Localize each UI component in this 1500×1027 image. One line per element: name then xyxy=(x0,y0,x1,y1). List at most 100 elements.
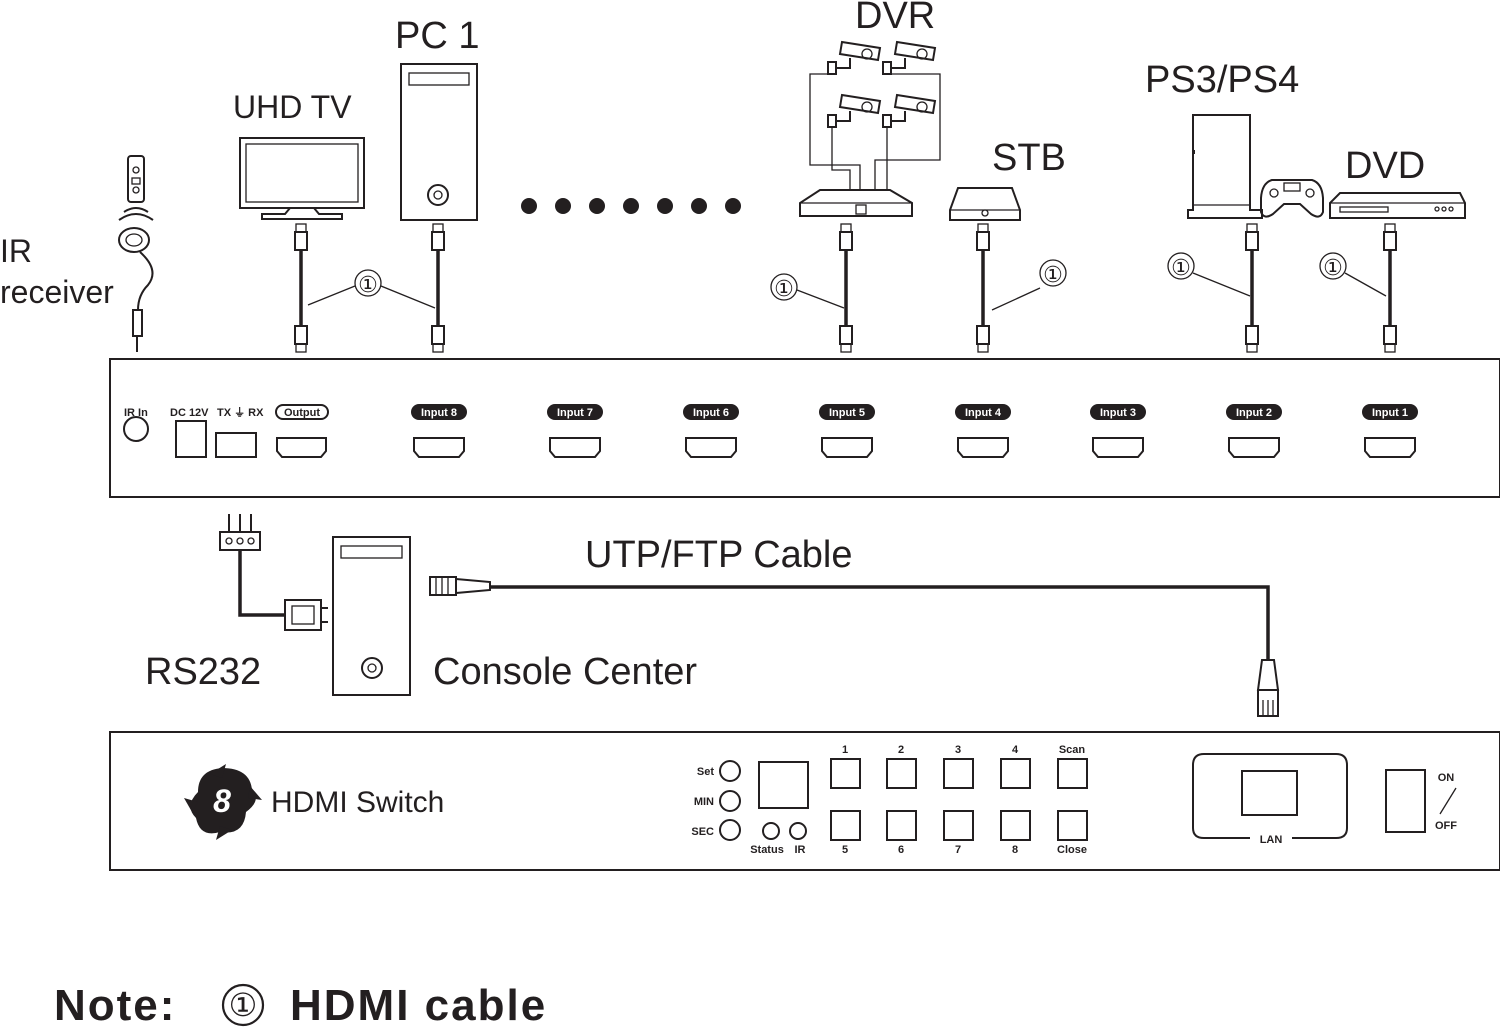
note-prefix: Note: xyxy=(54,981,176,1027)
input-label: Input 2 xyxy=(1236,407,1272,419)
hdmi-input-port[interactable] xyxy=(821,437,873,458)
ir-in-jack[interactable] xyxy=(123,416,149,442)
input-label: Input 1 xyxy=(1372,407,1408,419)
min-button[interactable] xyxy=(719,790,741,812)
button-1[interactable] xyxy=(830,758,861,789)
hdmi-cable xyxy=(1383,223,1397,353)
bottom-button-label: 8 xyxy=(1012,844,1018,856)
camera-icon xyxy=(827,93,882,128)
lan-port[interactable] xyxy=(1241,770,1298,816)
dvd-label: DVD xyxy=(1345,145,1425,187)
rs232-connector xyxy=(219,514,328,631)
ir-receiver-device xyxy=(118,155,154,352)
input-port-7: Input 7 xyxy=(547,404,603,458)
utp-cable-label: UTP/FTP Cable xyxy=(585,534,852,576)
output-label: Output xyxy=(284,407,320,419)
hdmi-cable xyxy=(294,223,308,353)
hdmi-cable xyxy=(976,223,990,353)
input-label: Input 4 xyxy=(965,407,1002,419)
more-devices-dots xyxy=(521,198,741,214)
hdmi-input-port[interactable] xyxy=(413,437,465,458)
cable-marker-dvr: ① xyxy=(770,273,845,309)
bottom-button-label: Close xyxy=(1057,844,1087,856)
note-symbol: ① xyxy=(229,987,258,1023)
hdmi-cable xyxy=(1245,223,1259,353)
bottom-button-label: 7 xyxy=(955,844,961,856)
button-3[interactable] xyxy=(943,758,974,789)
uhd-tv-device xyxy=(239,137,365,220)
ir-led xyxy=(789,822,807,840)
utp-cable xyxy=(429,576,1280,717)
camera-icon xyxy=(882,93,937,128)
dc-jack[interactable] xyxy=(175,420,207,458)
cable-marker-stb: ① xyxy=(991,259,1067,311)
input-label: Input 3 xyxy=(1100,407,1136,419)
camera-icon xyxy=(882,40,937,75)
button-8[interactable] xyxy=(1000,810,1031,841)
brand-logo-icon: 8 xyxy=(184,764,262,840)
sec-button[interactable] xyxy=(719,819,741,841)
input-label: Input 5 xyxy=(829,407,865,419)
button-close[interactable] xyxy=(1057,810,1088,841)
bottom-button-label: 5 xyxy=(842,844,848,856)
power-switch[interactable] xyxy=(1385,769,1426,833)
cable-marker-uhd-pc: ① xyxy=(307,269,436,309)
ps-label: PS3/PS4 xyxy=(1145,59,1299,101)
hdmi-input-port[interactable] xyxy=(1364,437,1416,458)
input-port-3: Input 3 xyxy=(1090,404,1146,458)
dvd-player-device xyxy=(1329,192,1466,219)
cable-marker-dvd: ① xyxy=(1319,252,1387,297)
ps-console-device xyxy=(1187,114,1263,219)
camera-icon xyxy=(827,40,882,75)
button-5[interactable] xyxy=(830,810,861,841)
input-label: Input 8 xyxy=(421,407,457,419)
cable-marker-ps: ① xyxy=(1167,252,1251,297)
top-button-label: 3 xyxy=(955,744,961,756)
button-4[interactable] xyxy=(1000,758,1031,789)
stb-device xyxy=(949,187,1021,221)
power-off-label: OFF xyxy=(1435,820,1457,832)
button-scan[interactable] xyxy=(1057,758,1088,789)
rs232-label: RS232 xyxy=(145,651,261,693)
console-center-label: Console Center xyxy=(433,651,697,693)
input-port-5: Input 5 xyxy=(819,404,875,458)
bottom-button-label: 6 xyxy=(898,844,904,856)
button-2[interactable] xyxy=(886,758,917,789)
dvr-device xyxy=(799,40,941,217)
ir-receiver-label-line2: receiver xyxy=(0,274,114,310)
set-button[interactable] xyxy=(719,760,741,782)
dvr-label: DVR xyxy=(855,0,935,37)
txrx-label: TX ⏚ RX xyxy=(217,406,264,419)
lan-label: LAN xyxy=(1260,834,1283,846)
uhd-tv-label: UHD TV xyxy=(233,89,352,125)
hdmi-input-port[interactable] xyxy=(957,437,1009,458)
hdmi-input-port[interactable] xyxy=(549,437,601,458)
button-7[interactable] xyxy=(943,810,974,841)
hdmi-input-port[interactable] xyxy=(1092,437,1144,458)
hdmi-cable xyxy=(431,223,445,353)
dc-label: DC 12V xyxy=(170,407,209,419)
top-button-label: 4 xyxy=(1012,744,1019,756)
input-port-8: Input 8 xyxy=(411,404,467,458)
hdmi-input-port[interactable] xyxy=(685,437,737,458)
gamepad-icon xyxy=(1260,179,1324,218)
display-window xyxy=(758,761,809,809)
hdmi-input-port[interactable] xyxy=(1228,437,1280,458)
rs232-terminal[interactable] xyxy=(215,432,257,458)
input-label: Input 7 xyxy=(557,407,593,419)
button-6[interactable] xyxy=(886,810,917,841)
output-hdmi-port[interactable] xyxy=(276,437,327,458)
product-name: HDMI Switch xyxy=(271,786,444,819)
svg-text:①: ① xyxy=(774,276,794,301)
sec-label: SEC xyxy=(691,826,714,838)
hdmi-cables xyxy=(294,223,1397,353)
console-pc-device xyxy=(332,536,411,696)
set-label: Set xyxy=(697,766,714,778)
status-led xyxy=(762,822,780,840)
note-text: HDMI cable xyxy=(290,981,547,1027)
input-port-1: Input 1 xyxy=(1362,404,1418,458)
